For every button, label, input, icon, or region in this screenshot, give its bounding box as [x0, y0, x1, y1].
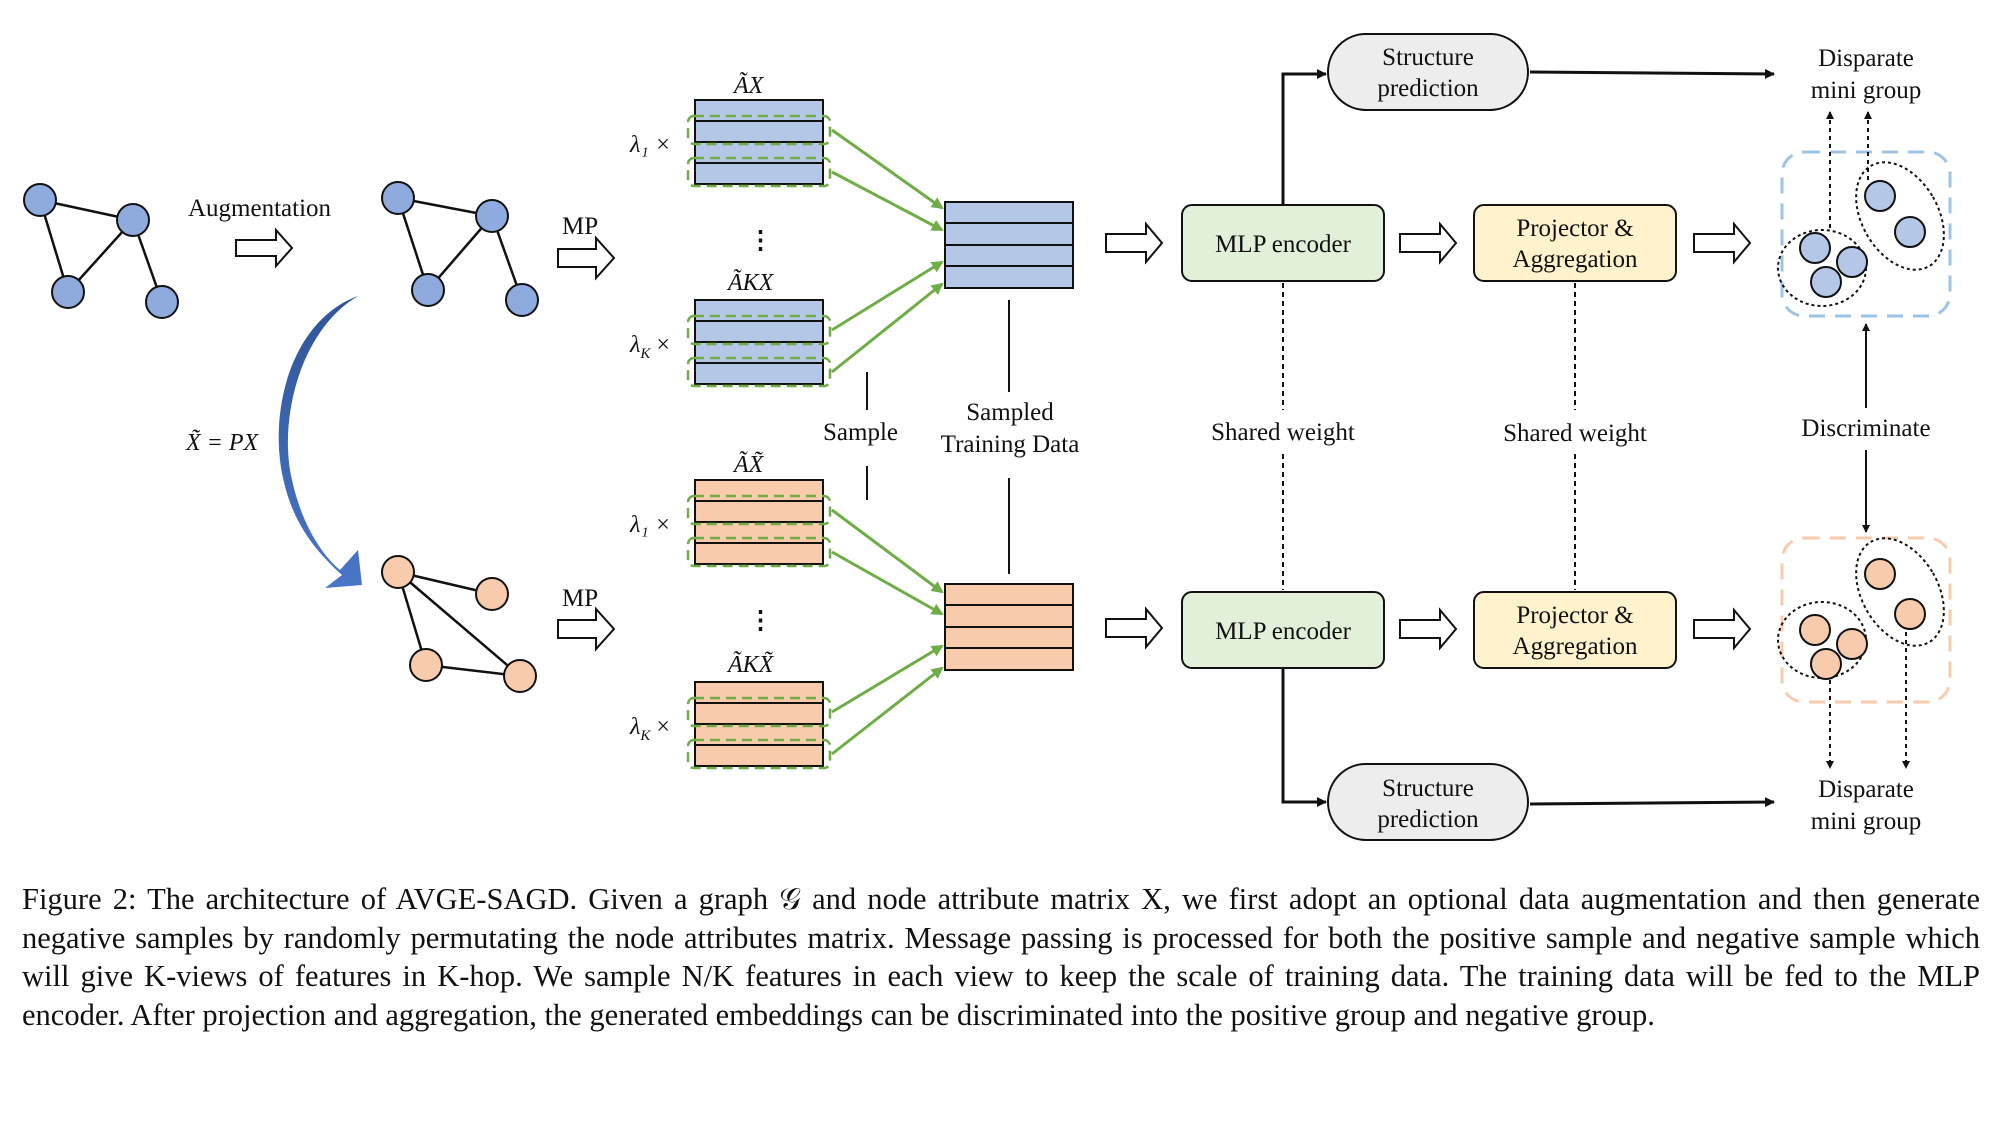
graph-node — [381, 555, 415, 589]
to-projector-arrow-negative — [1399, 607, 1458, 651]
lambdaK-label-positive: λK× — [629, 332, 670, 362]
akx-label: ÃKX — [726, 269, 775, 296]
sampled-label: Sampled — [966, 399, 1054, 426]
encoder-to-structure-arrow-positive — [1281, 69, 1327, 205]
mlp-encoder-label: MLP encoder — [1215, 231, 1352, 258]
embedding-node — [1894, 598, 1926, 630]
figure-caption: Figure 2: The architecture of AVGE-SAGD.… — [22, 880, 1980, 1034]
feature-view-akx-neg — [686, 681, 832, 770]
sampling-arrows-negative — [831, 508, 944, 756]
mlp-encoder-positive: MLP encoder — [1181, 204, 1385, 282]
structure-label: Structure — [1382, 44, 1474, 71]
to-group-arrow-positive — [1693, 221, 1752, 265]
prediction-label: prediction — [1377, 806, 1479, 833]
embedding-node — [1864, 558, 1896, 590]
shared-weight-label-encoder: Shared weight — [1211, 419, 1355, 446]
to-projector-arrow-positive — [1399, 221, 1458, 265]
embedding-node — [1799, 614, 1831, 646]
augmented-graph — [381, 181, 539, 317]
projector-label: Projector & — [1516, 215, 1633, 242]
dots-negative: ⋮ — [748, 607, 773, 634]
mp-arrow-negative — [557, 606, 616, 652]
permutation-label: X̃ = PX — [185, 429, 260, 456]
embedding-node — [1836, 628, 1868, 660]
embedding-node — [1864, 180, 1896, 212]
graph-node — [116, 203, 150, 237]
aggregation-label: Aggregation — [1513, 246, 1638, 273]
feature-view-akx — [686, 299, 832, 388]
feature-view-ax — [686, 99, 832, 188]
mini-group-label-top: mini group — [1811, 77, 1921, 104]
caption-text: The architecture of AVGE-SAGD. Given a g… — [22, 882, 1980, 1032]
structure-to-disparate-arrow-negative — [1529, 797, 1775, 808]
mlp-encoder-negative: MLP encoder — [1181, 591, 1385, 669]
sampling-arrows-positive — [831, 128, 944, 374]
negative-graph — [381, 555, 537, 693]
embedding-node — [1799, 232, 1831, 264]
training-data-negative — [944, 583, 1074, 671]
feature-view-ax-neg — [686, 479, 832, 568]
positive-embedding-group — [1777, 150, 1952, 318]
structure-to-disparate-arrow-positive — [1529, 68, 1775, 79]
prediction-label: prediction — [1377, 75, 1479, 102]
input-graph — [23, 183, 179, 319]
sample-label: Sample — [823, 419, 898, 446]
augmentation-arrow — [235, 227, 294, 269]
projector-aggregation-negative: Projector & Aggregation — [1473, 591, 1677, 669]
mp-label-positive: MP — [562, 213, 598, 240]
caption-prefix: Figure 2: — [22, 882, 137, 916]
encoder-to-structure-arrow-negative — [1281, 668, 1327, 807]
negative-embedding-group — [1777, 536, 1952, 704]
graph-node — [475, 577, 509, 611]
graph-node — [475, 199, 509, 233]
augmentation-label: Augmentation — [188, 195, 332, 222]
embedding-node — [1894, 216, 1926, 248]
disparate-label-bottom: Disparate — [1818, 776, 1914, 803]
mlp-encoder-label: MLP encoder — [1215, 618, 1352, 645]
training-data-positive — [944, 201, 1074, 289]
lambdaK-label-negative: λK× — [629, 714, 670, 744]
graph-node — [23, 183, 57, 217]
graph-node — [145, 285, 179, 319]
shared-weight-label-projector: Shared weight — [1503, 420, 1647, 447]
embedding-node — [1836, 246, 1868, 278]
dots-positive: ⋮ — [748, 227, 773, 254]
embedding-node — [1810, 266, 1842, 298]
structure-prediction-positive: Structure prediction — [1327, 33, 1529, 111]
structure-prediction-negative: Structure prediction — [1327, 763, 1529, 841]
graph-node — [409, 648, 443, 682]
projector-label: Projector & — [1516, 602, 1633, 629]
aggregation-label: Aggregation — [1513, 633, 1638, 660]
ax-label: ÃX — [732, 72, 765, 99]
disparate-label-top: Disparate — [1818, 45, 1914, 72]
architecture-diagram: Augmentation X̃ = PX MP MP ÃX — [23, 33, 1952, 841]
to-group-arrow-negative — [1693, 607, 1752, 651]
structure-label: Structure — [1382, 775, 1474, 802]
graph-node — [51, 275, 85, 309]
to-encoder-arrow-negative — [1105, 606, 1164, 650]
akx-neg-label: ÃKX̃ — [726, 651, 775, 678]
mp-label-negative: MP — [562, 585, 598, 612]
graph-node — [411, 273, 445, 307]
training-data-label: Training Data — [941, 431, 1080, 458]
projector-aggregation-positive: Projector & Aggregation — [1473, 204, 1677, 282]
lambda1-label-positive: λ₁ × — [629, 132, 671, 158]
mini-group-label-bottom: mini group — [1811, 808, 1921, 835]
graph-node — [381, 181, 415, 215]
mp-arrow-positive — [557, 235, 616, 281]
graph-node — [505, 283, 539, 317]
ax-neg-label: ÃX̃ — [732, 451, 765, 478]
to-encoder-arrow-positive — [1105, 221, 1164, 265]
graph-node — [503, 659, 537, 693]
embedding-node — [1810, 648, 1842, 680]
discriminate-label: Discriminate — [1801, 415, 1930, 442]
permutation-curve-arrow — [278, 296, 362, 588]
lambda1-label-negative: λ₁ × — [629, 512, 671, 538]
